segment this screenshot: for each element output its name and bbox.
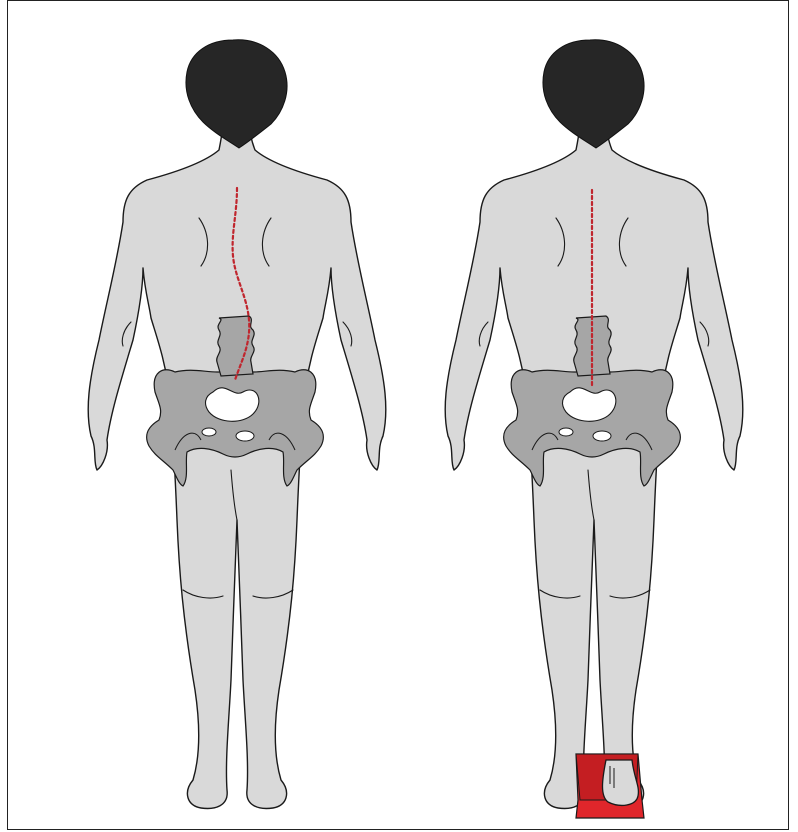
figure-frame	[7, 0, 789, 830]
